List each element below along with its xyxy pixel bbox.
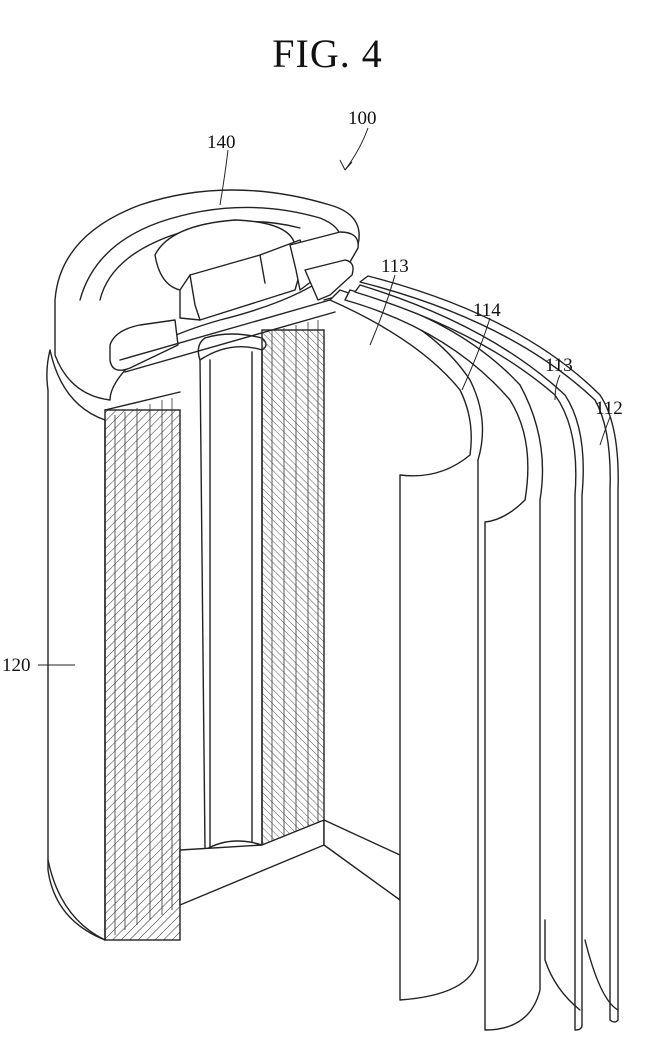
jelly-roll-section-left (105, 392, 180, 940)
can-body (47, 350, 105, 940)
label-can: 120 (2, 655, 31, 677)
label-electrode-mid: 114 (473, 300, 501, 322)
label-cap-assembly: 140 (207, 132, 236, 154)
separator-sheet-inner (330, 290, 483, 1000)
label-battery: 100 (348, 108, 377, 130)
inner-can-wall (324, 290, 400, 900)
center-pin (198, 334, 266, 854)
label-separator-right: 113 (545, 355, 573, 377)
label-separator-upper: 113 (381, 256, 409, 278)
label-electrode-right: 112 (595, 398, 623, 420)
